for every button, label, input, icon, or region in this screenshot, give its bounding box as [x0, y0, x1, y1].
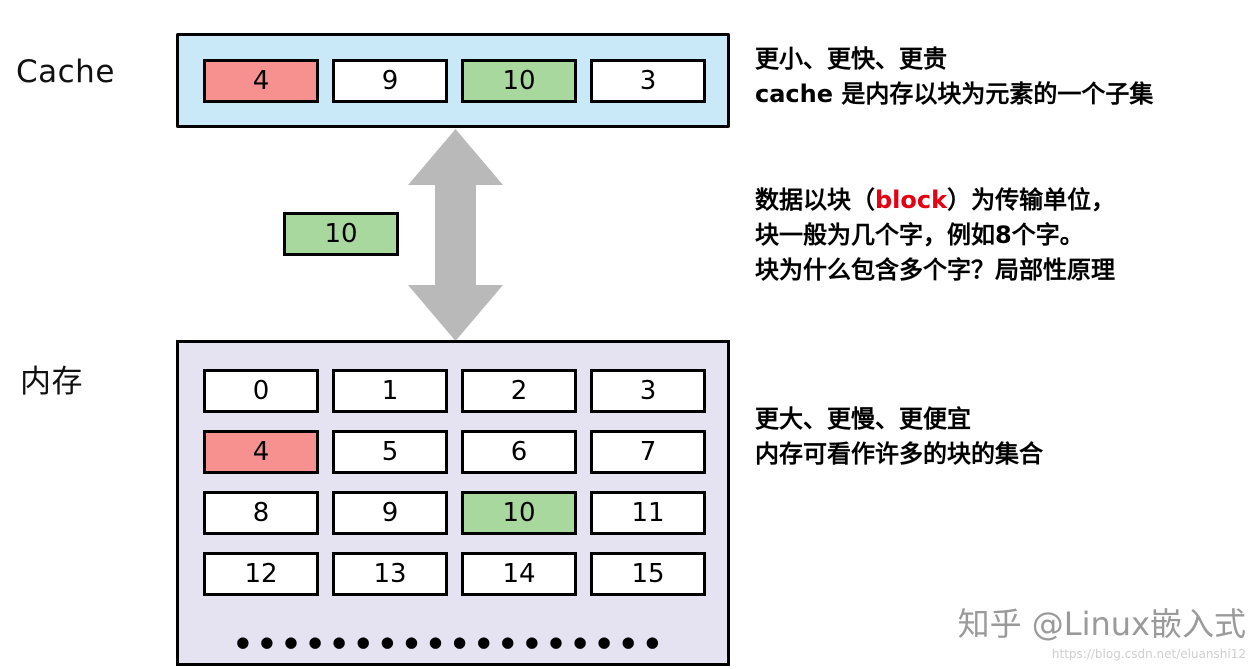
memory-note-line2: 内存可看作许多的块的集合	[755, 440, 1043, 468]
ellipsis-dots: ●●●●●●●●●●●●●●●●●●	[236, 633, 670, 651]
memory-cell: 1	[332, 369, 448, 413]
block-note-line1-post: ）为传输单位，	[947, 186, 1116, 214]
memory-grid: 0 1 2 3 4 5 6 7 8 9 10 11 12 13 14 15	[203, 369, 727, 596]
memory-cell: 10	[461, 491, 577, 535]
memory-cell: 9	[332, 491, 448, 535]
cache-cell: 9	[332, 58, 448, 103]
block-note-line3: 块为什么包含多个字？局部性原理	[755, 256, 1115, 284]
memory-note: 更大、更慢、更便宜 内存可看作许多的块的集合	[755, 402, 1043, 472]
watermark-url: https://blog.csdn.net/eluanshi12	[1051, 647, 1246, 661]
watermark-zhihu: 知乎 @Linux嵌入式	[957, 605, 1246, 643]
memory-cell: 4	[203, 430, 319, 474]
memory-label: 内存	[20, 364, 83, 400]
cache-note-line2: cache 是内存以块为元素的一个子集	[755, 80, 1154, 108]
cache-note: 更小、更快、更贵 cache 是内存以块为元素的一个子集	[755, 42, 1153, 112]
memory-box: 0 1 2 3 4 5 6 7 8 9 10 11 12 13 14 15 ●●…	[176, 340, 730, 666]
block-note: 数据以块（block）为传输单位， 块一般为几个字，例如8个字。 块为什么包含多…	[755, 183, 1115, 288]
memory-cell: 6	[461, 430, 577, 474]
block-note-line2: 块一般为几个字，例如8个字。	[755, 221, 1084, 249]
memory-cell: 3	[590, 369, 706, 413]
block-note-line1: 数据以块（block）为传输单位，	[755, 183, 1115, 218]
memory-cell: 13	[332, 552, 448, 596]
block-note-line1-pre: 数据以块（	[755, 186, 875, 214]
watermark: 知乎 @Linux嵌入式 https://blog.csdn.net/eluan…	[958, 599, 1246, 661]
memory-cell: 11	[590, 491, 706, 535]
transfer-arrow-icon	[408, 129, 503, 341]
memory-cell: 12	[203, 552, 319, 596]
cache-cell: 10	[461, 58, 577, 103]
cache-note-line1: 更小、更快、更贵	[755, 45, 947, 73]
memory-cell: 14	[461, 552, 577, 596]
memory-cell: 7	[590, 430, 706, 474]
memory-cell: 15	[590, 552, 706, 596]
memory-cell: 5	[332, 430, 448, 474]
transfer-block: 10	[283, 212, 399, 256]
memory-cell: 0	[203, 369, 319, 413]
cache-cell: 4	[203, 58, 319, 103]
cache-cell: 3	[590, 58, 706, 103]
memory-cell: 8	[203, 491, 319, 535]
block-note-highlight: block	[875, 186, 948, 214]
memory-cell: 2	[461, 369, 577, 413]
cache-box: 4 9 10 3	[176, 33, 730, 128]
cache-label: Cache	[16, 54, 115, 90]
memory-note-line1: 更大、更慢、更便宜	[755, 405, 971, 433]
